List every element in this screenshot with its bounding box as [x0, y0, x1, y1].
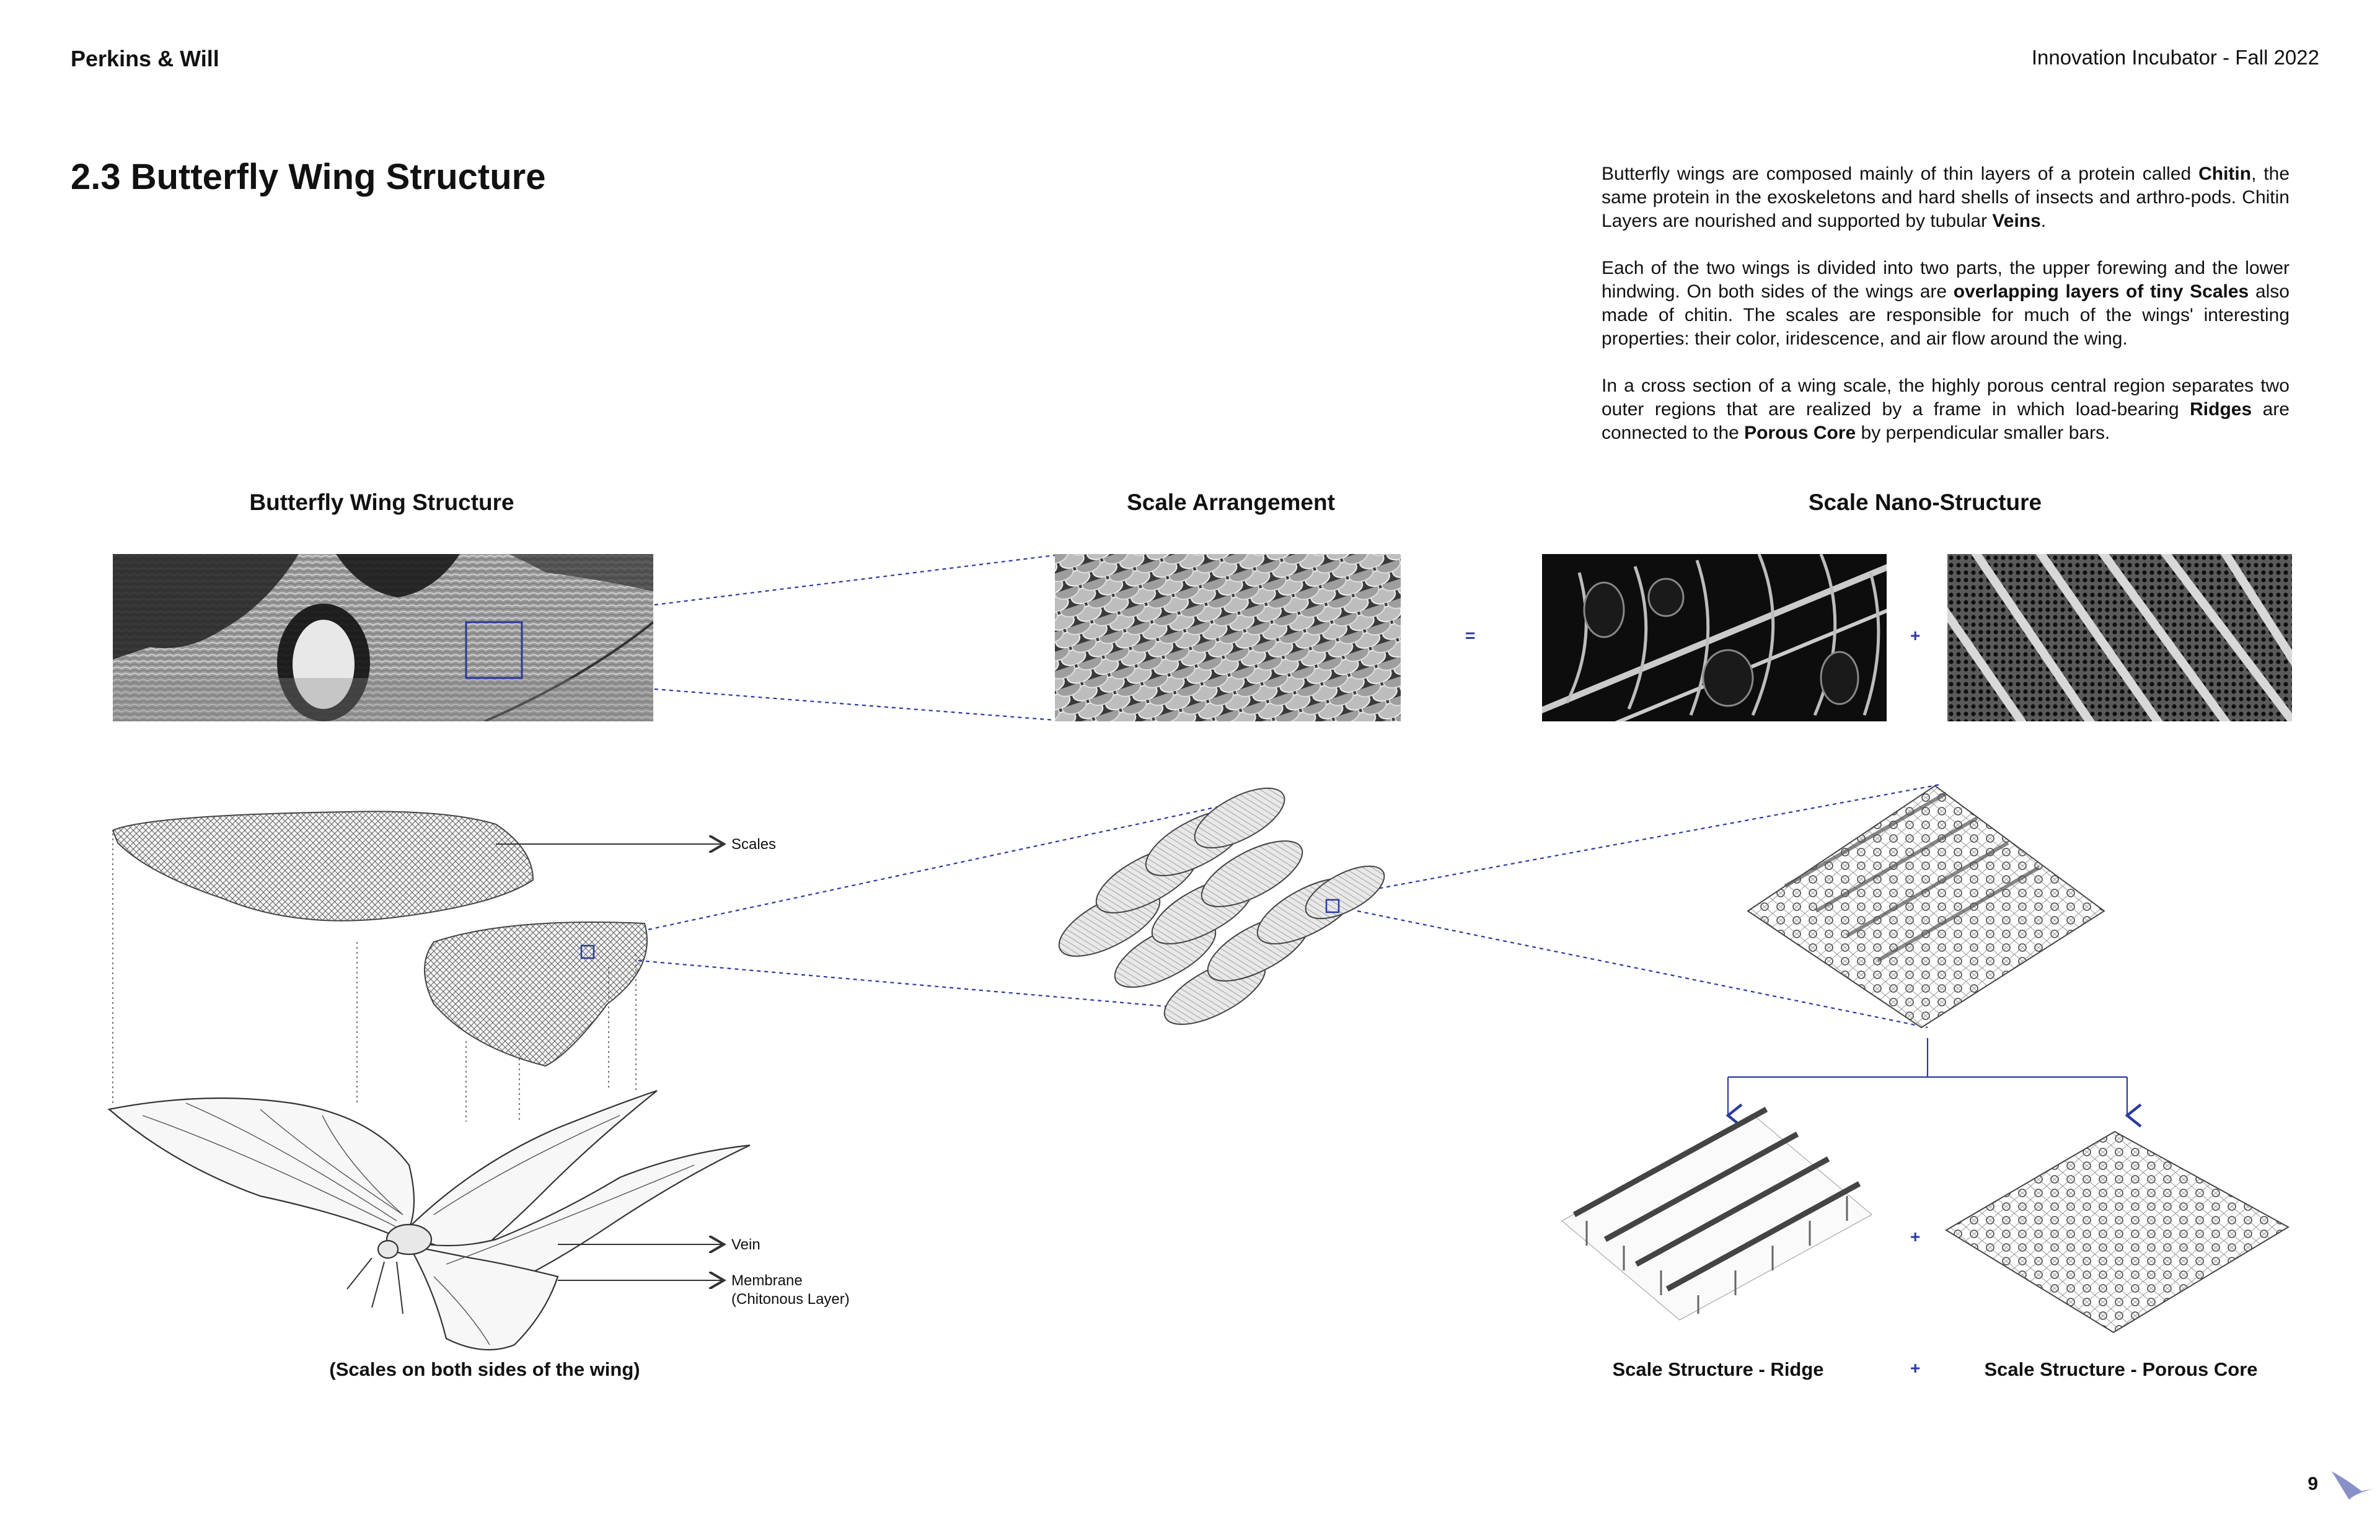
- label-scales: Scales: [731, 836, 777, 853]
- connector-lines-photos: [654, 554, 1056, 721]
- plus-sign-drawings: +: [1910, 1227, 1921, 1246]
- heading-wing-structure: Butterfly Wing Structure: [249, 490, 514, 515]
- scale-arrangement-photo: [1055, 554, 1401, 721]
- caption-porous-core: Scale Structure - Porous Core: [1984, 1358, 2258, 1380]
- wing-detail-marker: [580, 944, 595, 959]
- label-membrane: Membrane: [731, 1272, 803, 1289]
- label-membrane-sub: (Chitonous Layer): [731, 1291, 850, 1308]
- caption-wing-scales: (Scales on both sides of the wing): [329, 1358, 640, 1380]
- page-number: 9: [2307, 1474, 2318, 1494]
- intro-paragraph-2: Each of the two wings is divided into tw…: [1602, 258, 2290, 349]
- hindwing-scales-drawing: [424, 922, 648, 1067]
- porous-core-drawing: [1945, 1130, 2290, 1334]
- heading-nano-structure: Scale Nano-Structure: [1808, 490, 2042, 515]
- forewing-scales-drawing: [112, 811, 534, 922]
- page-title: 2.3 Butterfly Wing Structure: [71, 157, 546, 197]
- brand-name: Perkins & Will: [71, 46, 219, 71]
- equals-sign: =: [1465, 626, 1476, 645]
- scale-detail-marker: [1325, 899, 1340, 913]
- butterfly-drawing: [107, 1089, 751, 1351]
- butterfly-veins: [142, 1102, 695, 1345]
- label-vein: Vein: [731, 1236, 760, 1253]
- nano-ridges: [1784, 791, 2040, 962]
- projection-lines: [112, 834, 637, 1122]
- connector-lines-drawings: [638, 783, 1941, 1029]
- header-course-title: Innovation Incubator - Fall 2022: [2031, 46, 2319, 69]
- ridge-structure-drawing: [1561, 1107, 1872, 1321]
- intro-paragraph-1: Butterfly wings are composed mainly of t…: [1602, 164, 2290, 231]
- plus-sign-captions: +: [1910, 1358, 1921, 1378]
- nano-porous-photo: [1947, 554, 2292, 721]
- wing-photo: [113, 554, 653, 721]
- plus-sign-top: +: [1910, 626, 1921, 645]
- caption-ridge: Scale Structure - Ridge: [1612, 1358, 1824, 1380]
- butterfly-legs: [346, 1257, 403, 1314]
- nano-structure-drawing: [1747, 785, 2105, 1029]
- heading-scale-arrangement: Scale Arrangement: [1127, 490, 1335, 515]
- intro-text: Butterfly wings are composed mainly of t…: [1602, 162, 2290, 469]
- nano-ridge-photo: [1542, 554, 1887, 721]
- intro-paragraph-3: In a cross section of a wing scale, the …: [1602, 376, 2290, 443]
- scale-arrangement-drawing: [1058, 787, 1385, 1025]
- logo-mark-icon: [2332, 1471, 2374, 1500]
- split-arrows: [1726, 1038, 2142, 1128]
